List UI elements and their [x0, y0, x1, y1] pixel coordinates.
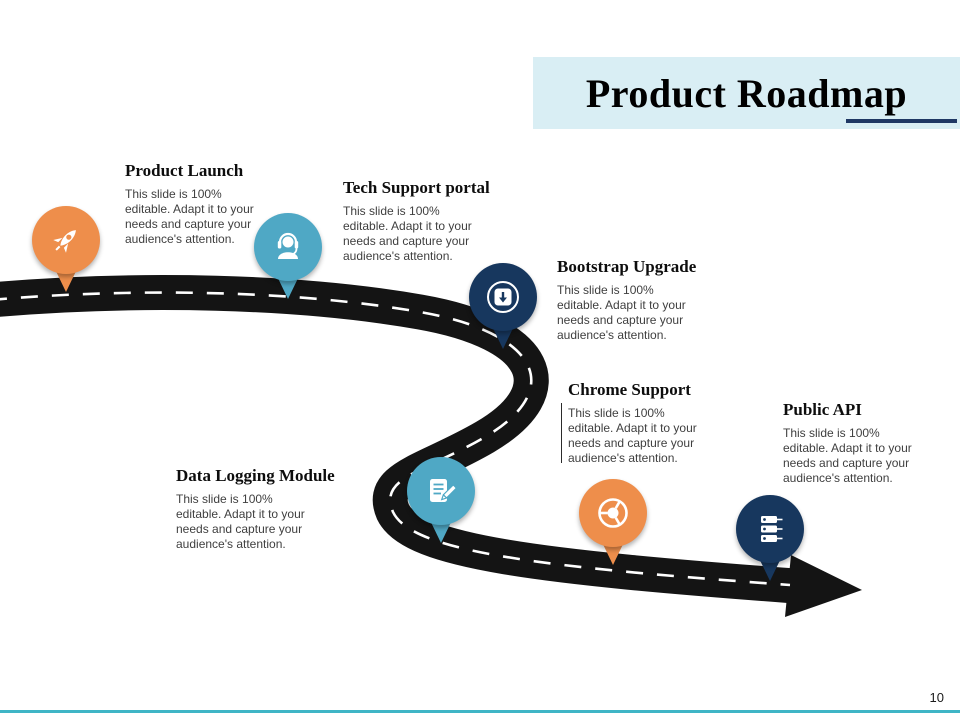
milestone-title: Chrome Support: [568, 380, 691, 399]
pin-circle: [736, 495, 804, 563]
pin-circle: [407, 457, 475, 525]
milestone-description: This slide is 100% editable. Adapt it to…: [176, 492, 305, 551]
milestone-title: Public API: [783, 400, 862, 419]
headset-icon: [277, 232, 299, 259]
pin-circle: [254, 213, 322, 281]
milestone-description: This slide is 100% editable. Adapt it to…: [783, 426, 912, 485]
milestone-tech-support-portal: Tech Support portal This slide is 100% e…: [343, 178, 493, 264]
milestone-description: This slide is 100% editable. Adapt it to…: [125, 187, 254, 246]
chrome-icon: [598, 498, 628, 528]
page-number: 10: [929, 690, 944, 705]
pin-chrome-support: [579, 479, 647, 565]
clipboard-icon: [430, 479, 457, 502]
divider-line: [561, 403, 562, 463]
milestone-title: Product Launch: [125, 161, 244, 180]
title-banner: Product Roadmap: [533, 57, 960, 129]
milestone-description: This slide is 100% editable. Adapt it to…: [568, 406, 697, 465]
pin-circle: [32, 206, 100, 274]
pin-data-logging-module: [407, 457, 475, 543]
milestone-title: Tech Support portal: [343, 178, 490, 197]
title-underline: [846, 119, 957, 123]
pin-public-api: [736, 495, 804, 581]
road-arrowhead: [785, 555, 862, 617]
milestone-data-logging-module: Data Logging Module This slide is 100% e…: [176, 466, 335, 552]
pin-bootstrap-upgrade: [469, 263, 537, 349]
pin-circle: [579, 479, 647, 547]
bottom-accent-bar: [0, 710, 960, 713]
road-center-dashes: [0, 291, 791, 587]
page-title: Product Roadmap: [585, 70, 908, 116]
api-icon: [761, 516, 783, 542]
rocket-icon: [53, 230, 76, 253]
pin-product-launch: [32, 206, 100, 292]
milestone-description: This slide is 100% editable. Adapt it to…: [343, 204, 472, 263]
pin-circle: [469, 263, 537, 331]
milestone-product-launch: Product Launch This slide is 100% editab…: [125, 161, 275, 247]
milestone-public-api: Public API This slide is 100% editable. …: [783, 400, 933, 486]
milestone-bootstrap-upgrade: Bootstrap Upgrade This slide is 100% edi…: [557, 257, 707, 343]
milestone-chrome-support: Chrome Support This slide is 100% editab…: [568, 380, 718, 466]
milestone-title: Data Logging Module: [176, 466, 335, 485]
pin-tech-support-portal: [254, 213, 322, 299]
download-icon: [487, 281, 519, 313]
milestone-title: Bootstrap Upgrade: [557, 257, 697, 276]
milestone-description: This slide is 100% editable. Adapt it to…: [557, 283, 686, 342]
